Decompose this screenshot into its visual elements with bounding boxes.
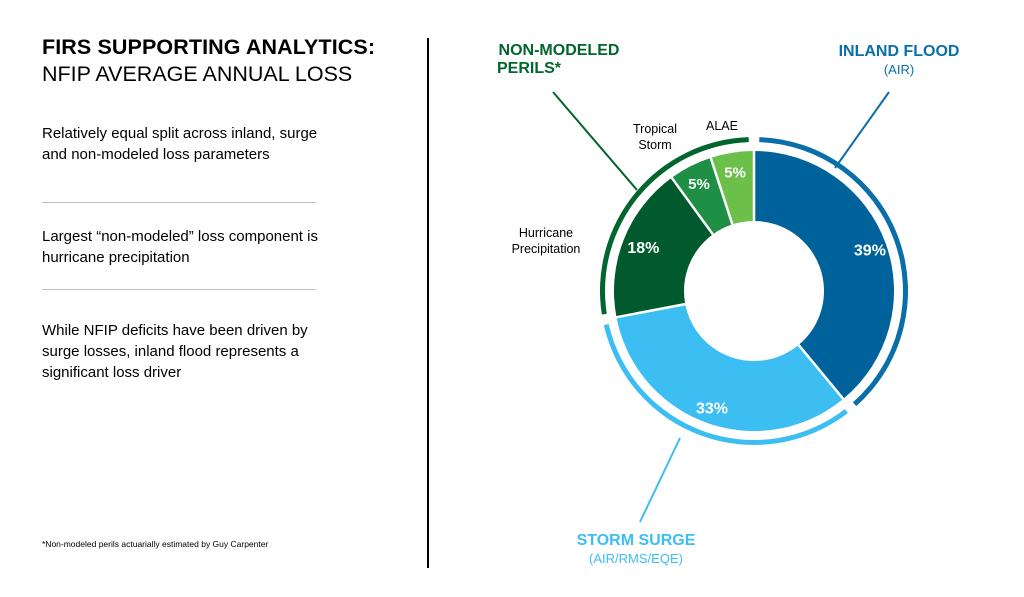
- bullet-text-2: Largest “non-modeled” loss component is …: [42, 228, 318, 266]
- storm-surge-subtitle: (AIR/RMS/EQE): [589, 551, 683, 566]
- slice-value-label-1: 33%: [696, 401, 728, 418]
- slice-value-label-3: 5%: [688, 176, 710, 193]
- inland-flood-subtitle: (AIR): [884, 62, 914, 77]
- slice-value-label-0: 39%: [854, 242, 886, 259]
- donut-slice-3: [671, 157, 733, 235]
- donut-slice-0: [754, 151, 895, 399]
- slice-value-label-2: 18%: [627, 240, 659, 257]
- left-panel: FIRS SUPPORTING ANALYTICS: NFIP AVERAGE …: [0, 0, 420, 597]
- divider-rule-2: [42, 289, 316, 290]
- inland-flood-leader-line: [834, 91, 890, 169]
- bullet-text-3: While NFIP deficits have been driven by …: [42, 322, 308, 381]
- alae-label: ALAE: [706, 119, 738, 133]
- divider-rule-1: [42, 202, 316, 203]
- slice-separator-3: [670, 176, 714, 236]
- donut-slice-2: [614, 177, 713, 318]
- non-modeled-leader-line: [552, 91, 638, 191]
- non-modeled-title-line2: PERILS*: [497, 60, 562, 77]
- group-arc-1: [603, 324, 848, 445]
- hurricane-precipitation-label: Hurricane: [519, 226, 573, 240]
- storm-surge-leader-line: [639, 437, 681, 523]
- footnote: *Non-modeled perils actuarially estimate…: [42, 539, 269, 549]
- bullet-text-1: Relatively equal split across inland, su…: [42, 125, 318, 163]
- slice-separator-1: [797, 344, 845, 401]
- slide-subtitle: NFIP AVERAGE ANNUAL LOSS: [42, 62, 353, 86]
- hurricane-precipitation-label-line2: Precipitation: [512, 242, 581, 256]
- slice-separator-4: [709, 156, 734, 225]
- tropical-storm-label: Tropical: [633, 122, 677, 136]
- slice-value-label-4: 5%: [724, 164, 746, 181]
- tropical-storm-label-line2: Storm: [638, 138, 671, 152]
- donut-slice-1: [616, 304, 844, 432]
- storm-surge-title: STORM SURGE: [577, 532, 696, 549]
- donut-slice-4: [710, 151, 754, 225]
- non-modeled-title: NON-MODELED: [499, 42, 620, 59]
- vertical-divider: [427, 38, 429, 568]
- inland-flood-title: INLAND FLOOD: [839, 43, 960, 60]
- slice-separator-2: [615, 302, 686, 319]
- slide-title: FIRS SUPPORTING ANALYTICS:: [42, 35, 376, 59]
